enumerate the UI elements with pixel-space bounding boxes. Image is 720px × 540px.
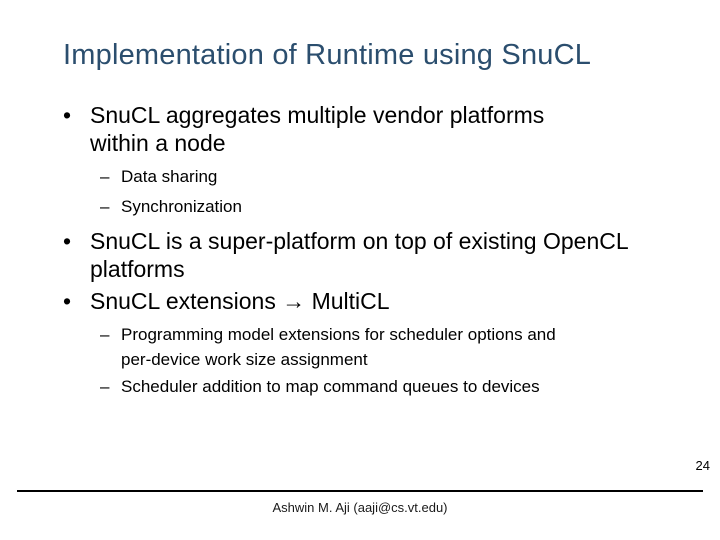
bullet-line: Data sharing — [121, 167, 218, 186]
slide-title: Implementation of Runtime using SnuCL — [63, 39, 592, 71]
bullet-line: Scheduler addition to map command queues… — [121, 377, 540, 396]
bullet-marker: • — [63, 102, 72, 128]
bullet-marker: • — [63, 228, 72, 254]
bullet-line: per-device work size assignment — [121, 350, 368, 369]
sub-bullet-item: – Synchronization — [100, 194, 693, 219]
bullet-marker: • — [63, 288, 72, 314]
footer-credit: Ashwin M. Aji (aaji@cs.vt.edu) — [272, 500, 448, 515]
bullet-line: SnuCL aggregates multiple vendor platfor… — [90, 102, 545, 128]
page-number: 24 — [695, 458, 710, 473]
bullet-line: SnuCL extensions → MultiCL — [90, 288, 390, 314]
bullet-line: Programming model extensions for schedul… — [121, 325, 556, 344]
dash-marker: – — [100, 167, 110, 186]
sub-bullet-item: – Scheduler addition to map command queu… — [100, 374, 693, 399]
bullet-item: • SnuCL aggregates multiple vendor platf… — [63, 101, 693, 157]
bullet-line: SnuCL is a super-platform on top of exis… — [90, 228, 629, 254]
bullet-line: Synchronization — [121, 197, 242, 216]
bullet-line: platforms — [90, 256, 185, 282]
sub-bullet-item: – Programming model extensions for sched… — [100, 322, 693, 372]
bullet-line: within a node — [90, 130, 226, 156]
bullet-text: Programming model extensions for schedul… — [121, 322, 556, 372]
bullet-text: SnuCL is a super-platform on top of exis… — [90, 227, 629, 283]
bullet-item: • SnuCL extensions → MultiCL — [63, 287, 693, 315]
dash-marker: – — [100, 325, 110, 344]
dash-marker: – — [100, 377, 110, 396]
bullet-text: SnuCL aggregates multiple vendor platfor… — [90, 101, 544, 157]
bullet-text: Scheduler addition to map command queues… — [121, 374, 540, 399]
bullet-text: Data sharing — [121, 164, 217, 189]
dash-marker: – — [100, 197, 110, 216]
sub-bullet-item: – Data sharing — [100, 164, 693, 189]
bullet-item: • SnuCL is a super-platform on top of ex… — [63, 227, 693, 283]
slide-body: • SnuCL aggregates multiple vendor platf… — [63, 101, 693, 399]
footer-divider — [17, 490, 703, 492]
bullet-text: SnuCL extensions → MultiCL — [90, 287, 390, 315]
bullet-text: Synchronization — [121, 194, 242, 219]
